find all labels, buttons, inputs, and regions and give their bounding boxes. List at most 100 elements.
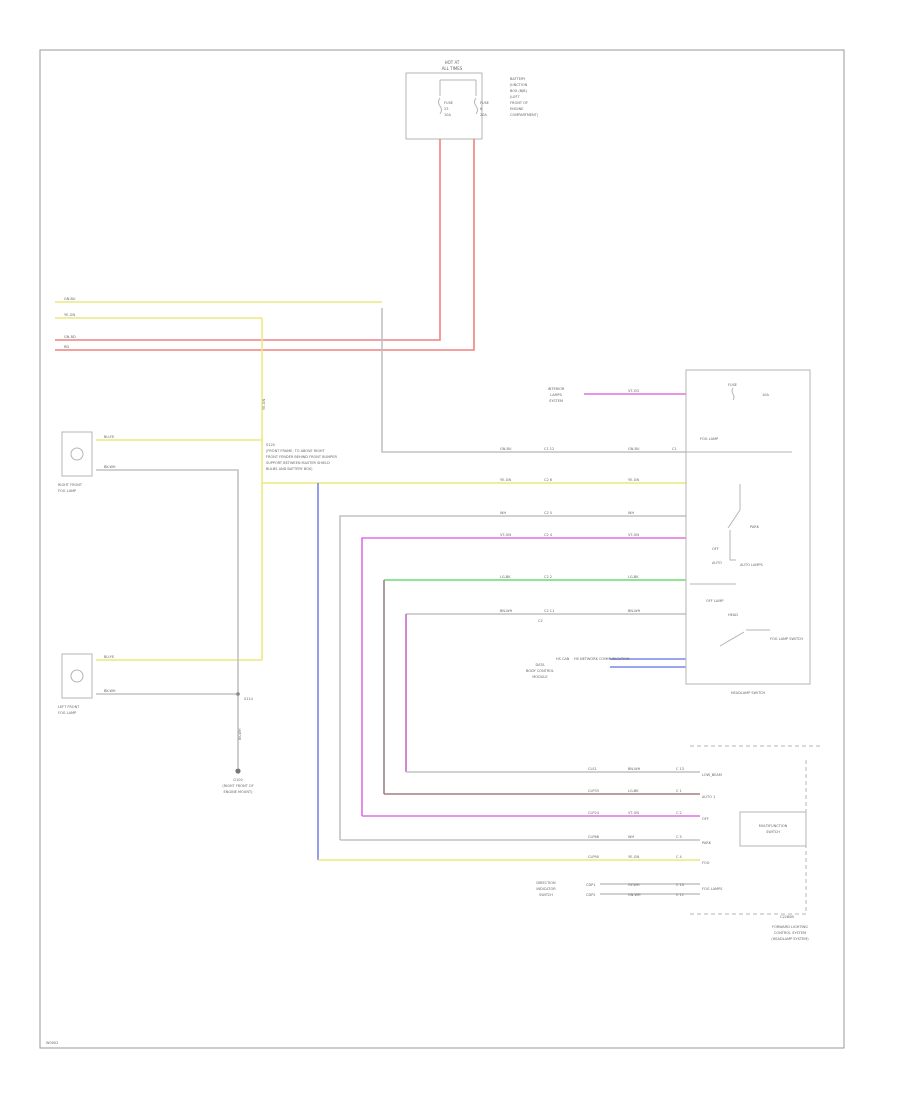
conn-row-4-left: VT-GN (500, 533, 511, 537)
conn-row-2-pin: C2 6 (544, 478, 552, 482)
mfs-pin-1: LOW_BEAM (702, 773, 722, 777)
fuse1-line-2: 23 (444, 107, 448, 111)
connector-rows: GN-BU C1 12 GN-BU YE-GN C2 6 YE-GN WH C2… (500, 447, 677, 623)
bcm-row-5-color: YE-GN (628, 855, 639, 859)
conn-row-5-right: LG-BK (628, 575, 639, 579)
bcm-row-1-circuit: CLS1 (588, 767, 597, 771)
vertical-wire-label: YE-GN (262, 399, 266, 410)
fuse-box-title-2: ALL TIMES (442, 66, 463, 71)
left-fog-label-1: LEFT FRONT (58, 705, 80, 709)
left-fog-wire-b: BK-WH (104, 689, 116, 693)
hs-can-title: HS NETWORK COMMUNICATION (574, 657, 630, 661)
wire-rd (55, 139, 475, 351)
mfs-pin-4: PARK (702, 841, 712, 845)
mfs-pin-3: OFF (702, 817, 709, 821)
bcm-row-4-pin: C 5 (676, 835, 682, 839)
hs-fuse-rating: 10A (762, 393, 769, 397)
mfs-pin-5: FOG (702, 861, 710, 865)
ground-label-1: G100 (233, 778, 242, 782)
hs-auto: AUTO (712, 561, 722, 565)
conn-row-3-left: WH (500, 511, 506, 515)
right-front-fog-lamp: BU-YE BK-WH RIGHT FRONT FOG LAMP (58, 431, 116, 493)
mfs-note-3: (HEADLAMP SYSTEM) (771, 937, 809, 941)
right-fog-label-2: FOG LAMP (58, 489, 76, 493)
bcm-row-labels: CLS1 BN-WH C 13 CLP33 LG-BK C 1 CLP24 VT… (586, 767, 684, 897)
bottom-row-2-circuit: CDP2 (586, 893, 595, 897)
bcm-row-5-pin: C 4 (676, 855, 683, 859)
conn-row-1-left: GN-BU (500, 447, 512, 451)
bottom-row-2-pin: C 11 (676, 893, 684, 897)
headlamp-switch: FUSE 10A FOG LAMP PARK OFF AUTO AUTO LAM… (685, 369, 811, 695)
fuse2-line-3: 20A (480, 113, 487, 117)
wire-gn-rd (55, 139, 441, 341)
bcm-row-1-color: BN-WH (628, 767, 641, 771)
hs-can-line-2: BODY CONTROL (526, 669, 554, 673)
hs-off-lamp: OFF LAMP (706, 599, 723, 603)
ground-label-2: (RIGHT FRONT OF (222, 784, 253, 788)
mfs-note-2: CONTROL SYSTEM (774, 931, 806, 935)
ground-label-3: ENGINE MOUNT) (224, 790, 254, 794)
fuse-box-note-6: ENGINE (510, 107, 523, 111)
ground-g100: S114 BK-WH G100 (RIGHT FRONT OF ENGINE M… (222, 692, 254, 794)
left-front-fog-lamp: BU-YE BK-WH LEFT FRONT FOG LAMP (58, 653, 116, 715)
dir-indicator-2: INDICATOR (536, 887, 556, 891)
hs-can-note: HS CAN HS NETWORK COMMUNICATION DATA BOD… (526, 657, 630, 679)
splice-note-2: (FRONT FRAME, TO ABOVE RIGHT (266, 449, 326, 453)
pin-label-c2: C2 (538, 619, 543, 623)
right-fog-lamp-body (61, 431, 93, 477)
hs-fuse-label: FUSE (728, 383, 737, 387)
right-fog-lamp-bulb (70, 447, 84, 461)
bcm-row-2-pin: C 1 (676, 789, 682, 793)
conn-row-2-right: YE-GN (628, 478, 639, 482)
bcm-row-3-color: VT-GN (628, 811, 639, 815)
splice-note-1: S120 (266, 443, 275, 447)
left-wire-label-4: RD (64, 345, 69, 349)
bcm-row-2-color: LG-BK (628, 789, 639, 793)
mfs-pin-2: AUTO 1 (702, 795, 715, 799)
bcm-row-3-circuit: CLP24 (588, 811, 600, 815)
hs-fuse-symbol (731, 387, 735, 401)
wire-right-fog-ground (96, 469, 239, 694)
hs-can-tag: HS CAN (556, 657, 570, 661)
conn-row-5-left: LG-BK (500, 575, 511, 579)
fuse-box-note-5: FRONT OF (510, 101, 528, 105)
hs-off: OFF (712, 547, 719, 551)
right-fog-wire-b: BK-WH (104, 465, 116, 469)
conn-row-5-pin: C2 2 (544, 575, 552, 579)
bcm-row-3-pin: C 2 (676, 811, 682, 815)
fuse-box-note-1: BATTERY (510, 77, 526, 81)
bcm-row-1-pin: C 13 (676, 767, 684, 771)
battery-junction-box: HOT AT ALL TIMES FUSE 23 10A FUSE 6 20A … (405, 60, 539, 140)
conn-row-3-pin: C2 5 (544, 511, 552, 515)
multifunction-switch: MULTIFUNCTION SWITCH LOW_BEAM AUTO 1 OFF… (690, 745, 820, 941)
wire-vt-gn (361, 537, 686, 816)
fuse-box-note-4: (LEFT (510, 95, 520, 99)
left-wire-label-1: GN-BU (64, 297, 76, 301)
bcm-row-4-circuit: CLP66 (588, 835, 599, 839)
fuse2-line-1: FUSE (480, 101, 489, 105)
hs-fog-sw: FOG LAMP SWITCH (770, 637, 803, 641)
bottom-row-1-color: GY-WH (628, 883, 640, 887)
wire-gn-bu-drop (381, 308, 560, 453)
fuse-box (405, 72, 483, 140)
hs-park: PARK (750, 525, 760, 529)
page-code: W0002 (46, 1041, 58, 1045)
ground-wire-label: BK-WH (238, 728, 242, 740)
fuse-box-note-3: BOX (BJB) (510, 89, 528, 93)
interior-lamps-wire: VT-OG (628, 389, 639, 393)
left-wire-label-2: YE-GN (64, 313, 75, 317)
left-fog-wire-a: BU-YE (104, 655, 114, 659)
left-fog-label-2: FOG LAMP (58, 711, 76, 715)
conn-row-1-right: GN-BU (628, 447, 640, 451)
splice-note-3: FRONT FENDER BEHIND FRONT BUMPER (266, 455, 337, 459)
splice-dot-s114 (236, 692, 240, 696)
left-fog-lamp-bulb (70, 669, 84, 683)
hs-fog-lamp: FOG LAMP (700, 437, 718, 441)
right-fog-wire-a: BU-YE (104, 435, 114, 439)
mfs-title-1: MULTIFUNCTION (759, 824, 788, 828)
mfs-title-2: SWITCH (766, 830, 780, 834)
bottom-row-2-color: GN-WH (628, 893, 641, 897)
conn-row-3-right: WH (628, 511, 634, 515)
conn-row-4-right: VT-GN (628, 533, 639, 537)
